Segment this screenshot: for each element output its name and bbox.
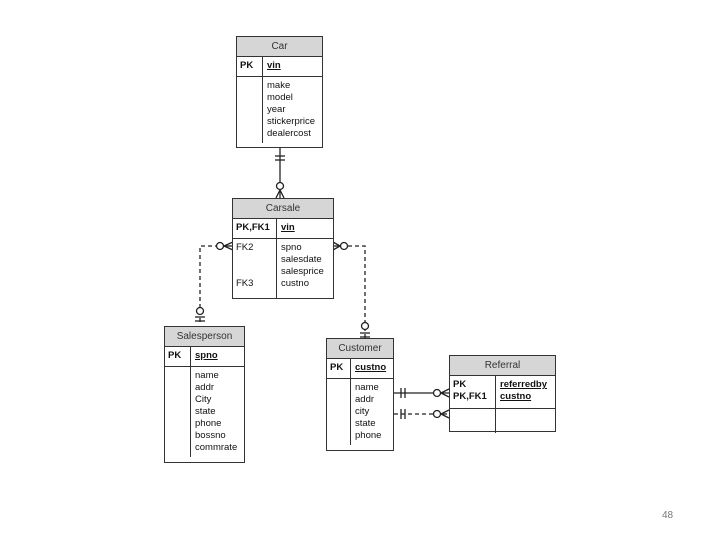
attr-dealercost: dealercost xyxy=(267,128,311,139)
referral-entity: Referral PK PK,FK1 referredby custno xyxy=(449,355,556,433)
customer-referral-dashed-relationship xyxy=(394,409,450,419)
carsale-entity: Carsale PK,FK1 vin FK2 FK3 spno salesdat… xyxy=(232,198,334,299)
carsale-fk2-label: FK2 xyxy=(236,242,254,253)
referral-key-label-1: PK xyxy=(453,379,467,390)
attr-name: name xyxy=(195,370,219,381)
attr-city: City xyxy=(195,394,212,405)
attr-custno: custno xyxy=(500,391,532,402)
salesperson-title: Salesperson xyxy=(165,327,244,347)
attr-salesprice: salesprice xyxy=(281,266,324,277)
salesperson-pk-attr: spno xyxy=(195,350,218,361)
attr-city: city xyxy=(355,406,370,417)
customer-attributes: name addr city state phone xyxy=(351,379,393,445)
car-pk-attr: vin xyxy=(267,60,281,71)
attr-phone: phone xyxy=(355,430,382,441)
customer-carsale-relationship xyxy=(332,241,370,338)
salesperson-entity: Salesperson PK spno name addr City state… xyxy=(164,326,245,463)
customer-entity: Customer PK custno name addr city state … xyxy=(326,338,394,451)
attr-salesdate: salesdate xyxy=(281,254,322,265)
referral-title: Referral xyxy=(450,356,555,376)
attr-stickerprice: stickerprice xyxy=(267,116,316,127)
attr-state: state xyxy=(355,418,376,429)
customer-referral-relationship xyxy=(394,388,450,398)
attr-make: make xyxy=(267,80,291,91)
attr-referredby: referredby xyxy=(500,379,547,390)
customer-pk-attr: custno xyxy=(355,362,387,373)
car-entity: Car PK vin make model year stickerprice … xyxy=(236,36,323,148)
car-pk-label: PK xyxy=(237,57,263,76)
attr-custno: custno xyxy=(281,278,309,289)
page-number: 48 xyxy=(662,510,674,521)
attr-name: name xyxy=(355,382,379,393)
car-carsale-relationship xyxy=(275,148,285,199)
carsale-fk3-label: FK3 xyxy=(236,278,254,289)
attr-state: state xyxy=(195,406,216,417)
carsale-pk-attr: vin xyxy=(281,222,295,233)
customer-pk-label: PK xyxy=(327,359,351,378)
carsale-pk-label: PK,FK1 xyxy=(233,219,277,238)
attr-addr: addr xyxy=(195,382,215,393)
referral-key-label-2: PK,FK1 xyxy=(453,391,487,402)
attr-phone: phone xyxy=(195,418,222,429)
attr-model: model xyxy=(267,92,293,103)
carsale-title: Carsale xyxy=(233,199,333,219)
salesperson-carsale-relationship xyxy=(195,241,234,322)
attr-addr: addr xyxy=(355,394,375,405)
attr-commrate: commrate xyxy=(195,442,238,453)
customer-title: Customer xyxy=(327,339,393,359)
salesperson-attributes: name addr City state phone bossno commra… xyxy=(191,367,244,457)
salesperson-pk-label: PK xyxy=(165,347,191,366)
attr-bossno: bossno xyxy=(195,430,226,441)
attr-year: year xyxy=(267,104,286,115)
attr-spno: spno xyxy=(281,242,302,253)
car-attributes: make model year stickerprice dealercost xyxy=(263,77,322,143)
carsale-attributes: spno salesdate salesprice custno xyxy=(277,239,333,299)
car-title: Car xyxy=(237,37,322,57)
